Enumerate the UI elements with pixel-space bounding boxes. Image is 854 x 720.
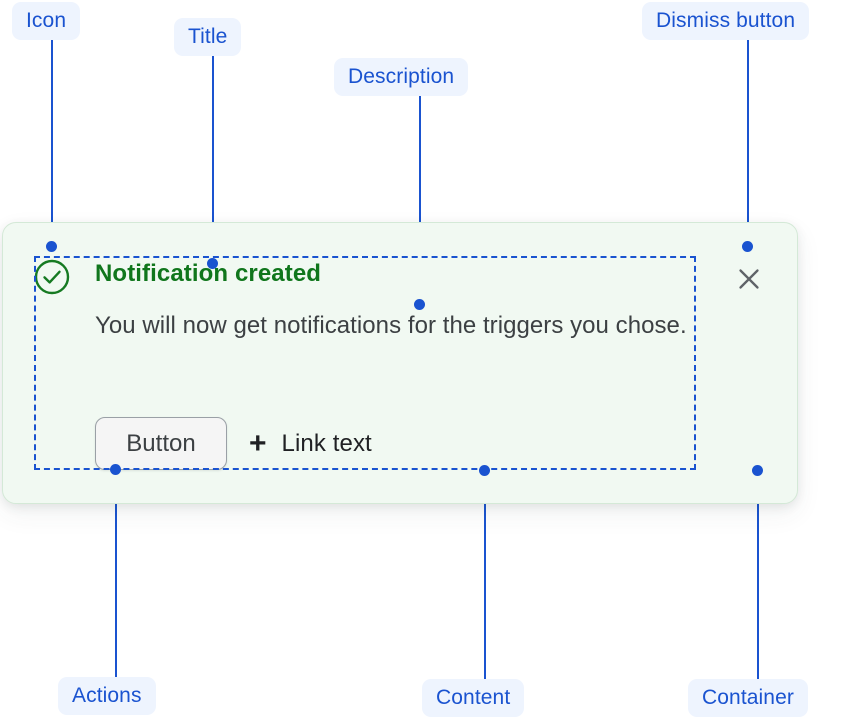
dismiss-button[interactable] xyxy=(732,262,766,296)
anchor-dot-icon xyxy=(46,241,57,252)
action-link[interactable]: + Link text xyxy=(249,426,372,460)
action-button[interactable]: Button xyxy=(95,417,227,470)
anchor-dot-container xyxy=(752,465,763,476)
leader-line-container xyxy=(757,470,759,679)
leader-line-actions xyxy=(115,469,117,679)
anchor-dot-content xyxy=(479,465,490,476)
action-link-label: Link text xyxy=(281,429,372,457)
plus-icon: + xyxy=(249,426,267,460)
annotation-label-title: Title xyxy=(174,18,242,56)
leader-line-content xyxy=(484,470,486,679)
anchor-dot-actions xyxy=(110,464,121,475)
success-check-circle-icon xyxy=(34,259,70,295)
leader-line-dismiss xyxy=(747,40,749,248)
annotation-label-container: Container xyxy=(688,679,808,717)
close-icon xyxy=(739,269,759,289)
annotation-label-actions: Actions xyxy=(58,677,156,715)
leader-line-title xyxy=(212,56,214,264)
annotation-label-description: Description xyxy=(334,58,469,96)
leader-line-description xyxy=(419,96,421,305)
anchor-dot-description xyxy=(414,299,425,310)
annotation-label-content: Content xyxy=(422,679,525,717)
annotation-label-icon: Icon xyxy=(12,2,81,40)
notification-actions: Button + Link text xyxy=(95,417,372,470)
notification-description: You will now get notifications for the t… xyxy=(95,312,687,339)
anchor-dot-dismiss xyxy=(742,241,753,252)
leader-line-icon xyxy=(51,40,53,248)
annotation-label-dismiss: Dismiss button xyxy=(642,2,810,40)
anchor-dot-title xyxy=(207,258,218,269)
